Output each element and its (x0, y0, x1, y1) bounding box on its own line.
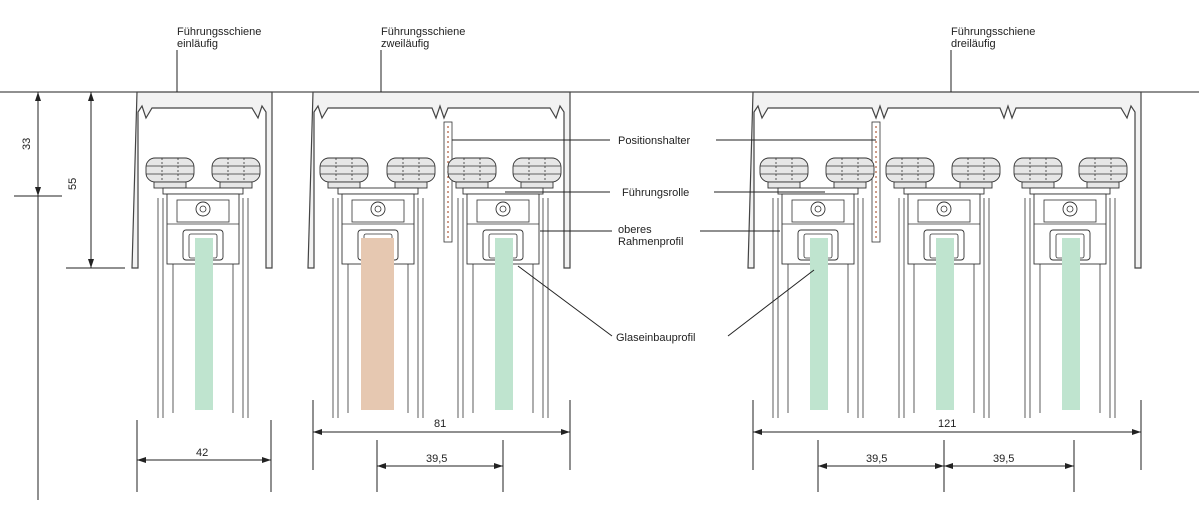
roller (211, 157, 261, 189)
rail-double (307, 91, 571, 419)
glass-pane (810, 238, 828, 410)
label-rail-triple-1: Führungsschiene (951, 26, 1035, 38)
glass-pane (495, 238, 513, 410)
roller (885, 157, 935, 189)
label-glass-profile: Glaseinbauprofil (616, 332, 696, 344)
dim-121: 121 (938, 418, 956, 430)
glass-pane (936, 238, 954, 410)
roller (759, 157, 809, 189)
roller (951, 157, 1001, 189)
label-rail-single-1: Führungsschiene (177, 26, 261, 38)
roller (386, 157, 436, 189)
dim-42: 42 (196, 447, 208, 459)
label-rail-double-1: Führungsschiene (381, 26, 465, 38)
glass-pane (195, 238, 213, 410)
dim-pitch-triple-2: 39,5 (993, 453, 1014, 465)
glass-pane (1062, 238, 1080, 410)
label-rail-double-2: zweiläufig (381, 38, 429, 50)
roller (145, 157, 195, 189)
roller (512, 157, 562, 189)
label-rail-single-2: einläufig (177, 38, 218, 50)
rail-single (131, 91, 273, 419)
dim-pitch-triple-1: 39,5 (866, 453, 887, 465)
wood-panel (361, 238, 394, 410)
dim-55: 55 (67, 178, 79, 190)
roller (1078, 157, 1128, 189)
roller (447, 157, 497, 189)
label-guide-roller: Führungsrolle (622, 187, 689, 199)
roller (825, 157, 875, 189)
rail-triple (747, 91, 1142, 419)
dim-81: 81 (434, 418, 446, 430)
dim-33: 33 (21, 138, 33, 150)
label-upper-frame-2: Rahmenprofil (618, 236, 683, 248)
roller (1013, 157, 1063, 189)
label-position-holder: Positionshalter (618, 135, 690, 147)
label-upper-frame-1: oberes (618, 224, 652, 236)
dim-pitch-double: 39,5 (426, 453, 447, 465)
roller (319, 157, 369, 189)
label-rail-triple-2: dreiläufig (951, 38, 996, 50)
